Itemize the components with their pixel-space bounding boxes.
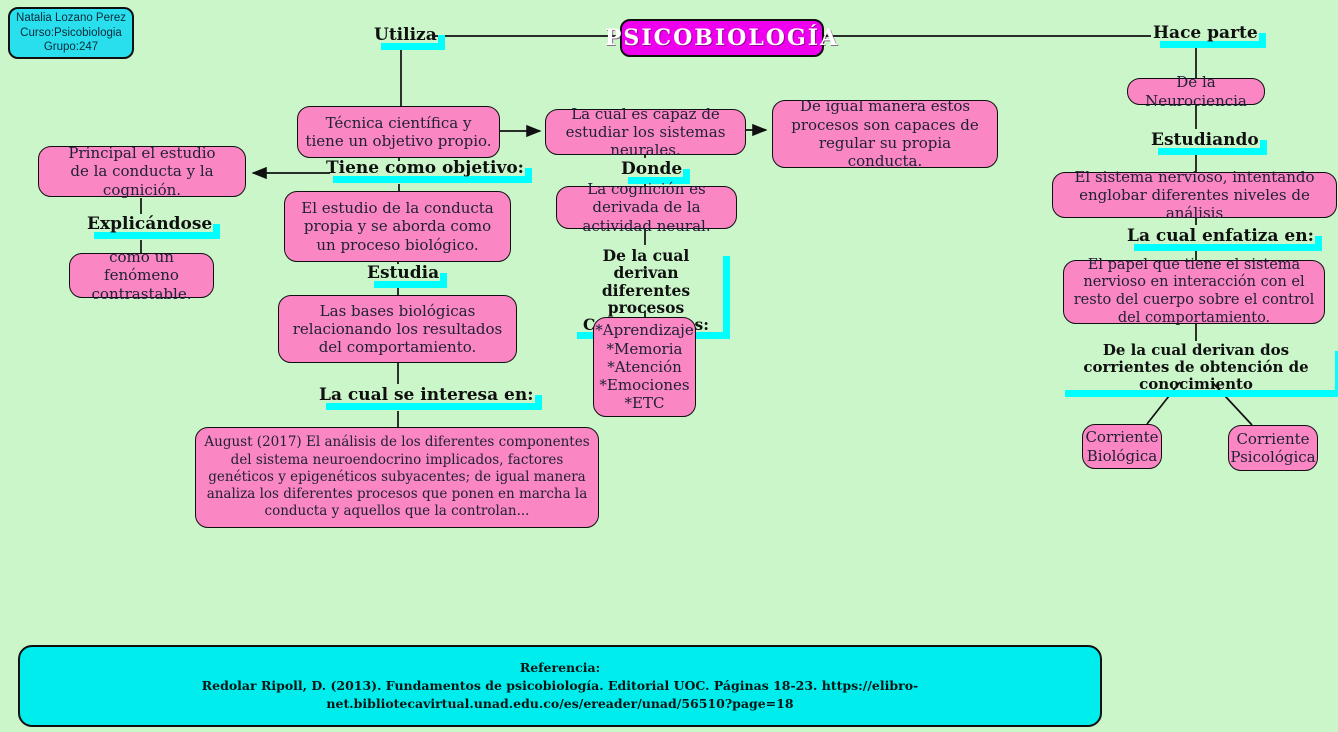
label-tiene-como-objetivo: Tiene como objetivo: [326,158,532,184]
label-utiliza: Utiliza [374,25,445,51]
label-la-cual-se-interesa: La cual se interesa en: [319,385,542,411]
node-august-2017-analisis: August (2017) El análisis de los diferen… [195,427,599,528]
node-de-la-neurociencia: De la Neurociencia [1127,73,1265,110]
node-lista-procesos-cognoscitivos: *Aprendizaje *Memoria *Atención *Emocion… [593,317,696,417]
node-sistema-nervioso-niveles-analisis: El sistema nervioso, intentando englobar… [1052,168,1337,222]
map-title: PSICOBIOLOGÍA [605,19,837,57]
node-papel-sistema-nervioso: El papel que tiene el sistema nervioso e… [1063,257,1325,326]
label-donde: Donde [621,159,691,185]
node-procesos-regulan-conducta: De igual manera estos procesos son capac… [772,97,998,170]
node-cognicion-actividad-neural: La cognición es derivada de la actividad… [556,180,737,235]
label-estudia: Estudia [367,263,448,289]
node-principal-estudio-conducta-cognicion: Principal el estudio de la conducta y la… [38,144,246,199]
reference-box: Referencia: Redolar Ripoll, D. (2013). F… [18,645,1102,727]
node-fenomeno-contrastable: como un fenómeno contrastable. [69,248,214,303]
node-capaz-estudiar-sistemas-neurales: La cual es capaz de estudiar los sistema… [545,105,746,159]
label-estudiando: Estudiando [1151,130,1267,156]
node-bases-biologicas: Las bases biológicas relacionando los re… [278,295,517,363]
label-hace-parte: Hace parte [1153,23,1266,49]
label-derivan-dos-corrientes: De la cual derivan dos corrientes de obt… [1058,342,1338,398]
label-explicandose: Explicándose [87,214,221,240]
author-info-box: Natalia Lozano Perez Curso:Psicobiologia… [8,7,134,59]
reference-heading: Referencia: [519,659,601,675]
label-la-cual-enfatiza-en: La cual enfatiza en: [1127,226,1322,252]
node-estudio-conducta-propia: El estudio de la conducta propia y se ab… [284,191,511,262]
node-corriente-psicologica: Corriente Psicológica [1228,425,1318,471]
node-corriente-biologica: Corriente Biológica [1082,424,1162,469]
reference-citation: Redolar Ripoll, D. (2013). Fundamentos d… [201,677,919,712]
node-tecnica-cientifica: Técnica científica y tiene un objetivo p… [297,106,500,158]
